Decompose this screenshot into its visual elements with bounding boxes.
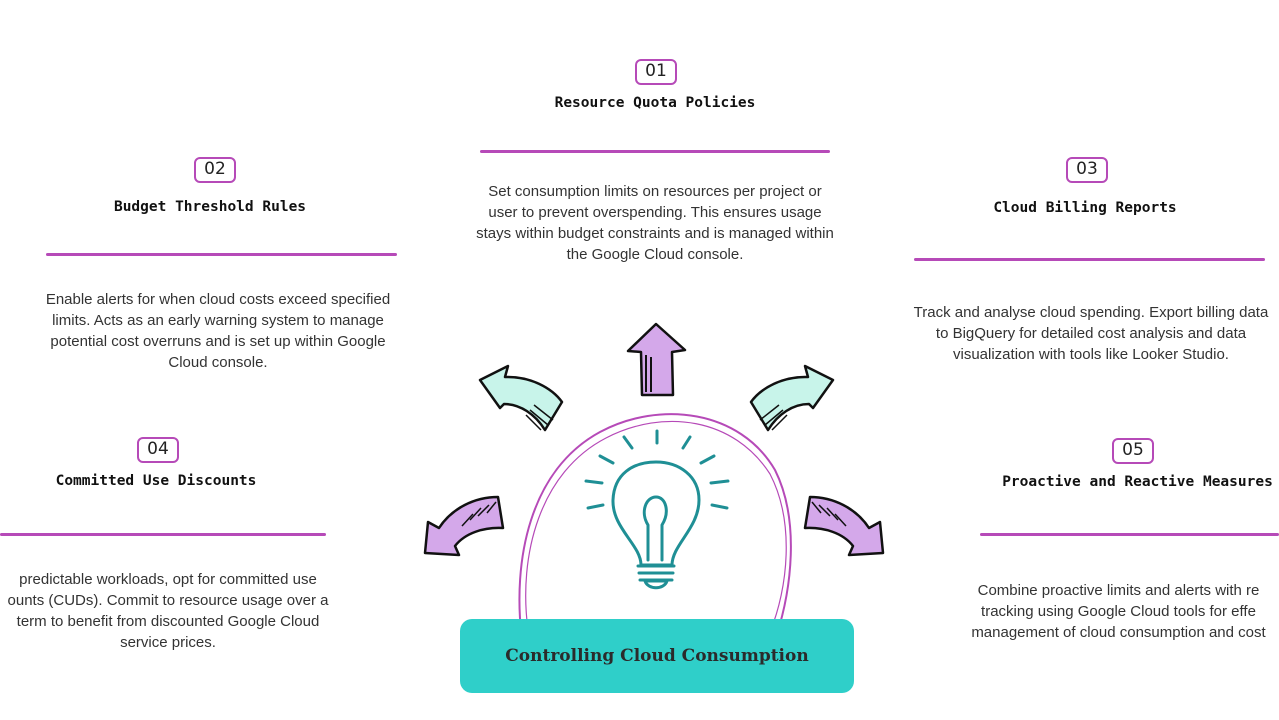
item-04-title: Committed Use Discounts xyxy=(55,473,257,489)
item-02-divider xyxy=(46,253,397,256)
arrow-lower-right-icon xyxy=(803,495,885,557)
arrow-up-icon xyxy=(626,322,687,397)
item-03-divider xyxy=(914,258,1265,261)
item-05-title: Proactive and Reactive Measures xyxy=(1002,474,1273,490)
item-02-number: 02 xyxy=(194,157,236,183)
item-02-line: Enable alerts for when cloud costs excee… xyxy=(45,291,391,308)
item-01-title: Resource Quota Policies xyxy=(554,95,756,111)
center-title: Controlling Cloud Consumption xyxy=(505,646,809,666)
item-05-line: tracking using Google Cloud tools for ef… xyxy=(981,603,1256,620)
item-01-number: 01 xyxy=(635,59,677,85)
item-03-line: to BigQuery for detailed cost analysis a… xyxy=(935,325,1247,342)
item-02-description: Enable alerts for when cloud costs excee… xyxy=(18,289,418,373)
item-01-line: Set consumption limits on resources per … xyxy=(488,183,822,200)
item-02-line: Cloud console. xyxy=(168,354,268,371)
item-01-line: stays within budget constraints and is m… xyxy=(476,225,834,242)
item-04-divider xyxy=(0,533,326,536)
item-02-line: potential cost overruns and is set up wi… xyxy=(50,333,386,350)
item-04-line: predictable workloads, opt for committed… xyxy=(19,571,317,588)
item-05-number: 05 xyxy=(1112,438,1154,464)
item-04-line: term to benefit from discounted Google C… xyxy=(16,613,320,630)
item-01-line: user to prevent overspending. This ensur… xyxy=(488,204,822,221)
item-03-line: visualization with tools like Looker Stu… xyxy=(953,346,1229,363)
item-01-line: the Google Cloud console. xyxy=(566,246,744,263)
center-circle xyxy=(518,413,792,641)
item-04-number: 04 xyxy=(137,437,179,463)
item-05-description: Combine proactive limits and alerts with… xyxy=(958,580,1279,643)
item-02-title: Budget Threshold Rules xyxy=(113,199,307,215)
arrow-upper-left-icon xyxy=(478,364,564,432)
item-03-number: 03 xyxy=(1066,157,1108,183)
item-03-description: Track and analyse cloud spending. Export… xyxy=(903,302,1279,365)
item-05-line: management of cloud consumption and cost xyxy=(971,624,1266,641)
item-04-line: service prices. xyxy=(120,634,216,651)
item-01-divider xyxy=(480,150,830,153)
lightbulb-icon xyxy=(584,429,730,590)
arrow-lower-left-icon xyxy=(423,495,505,557)
item-04-description: predictable workloads, opt for committed… xyxy=(0,569,336,653)
item-04-line: ounts (CUDs). Commit to resource usage o… xyxy=(7,592,329,609)
item-01-description: Set consumption limits on resources per … xyxy=(455,181,855,265)
item-05-line: Combine proactive limits and alerts with… xyxy=(977,582,1260,599)
item-05-divider xyxy=(980,533,1279,536)
arrow-upper-right-icon xyxy=(749,364,835,432)
item-03-title: Cloud Billing Reports xyxy=(993,200,1177,216)
center-title-banner: Controlling Cloud Consumption xyxy=(460,619,854,693)
item-03-line: Track and analyse cloud spending. Export… xyxy=(913,304,1269,321)
item-02-line: limits. Acts as an early warning system … xyxy=(52,312,384,329)
